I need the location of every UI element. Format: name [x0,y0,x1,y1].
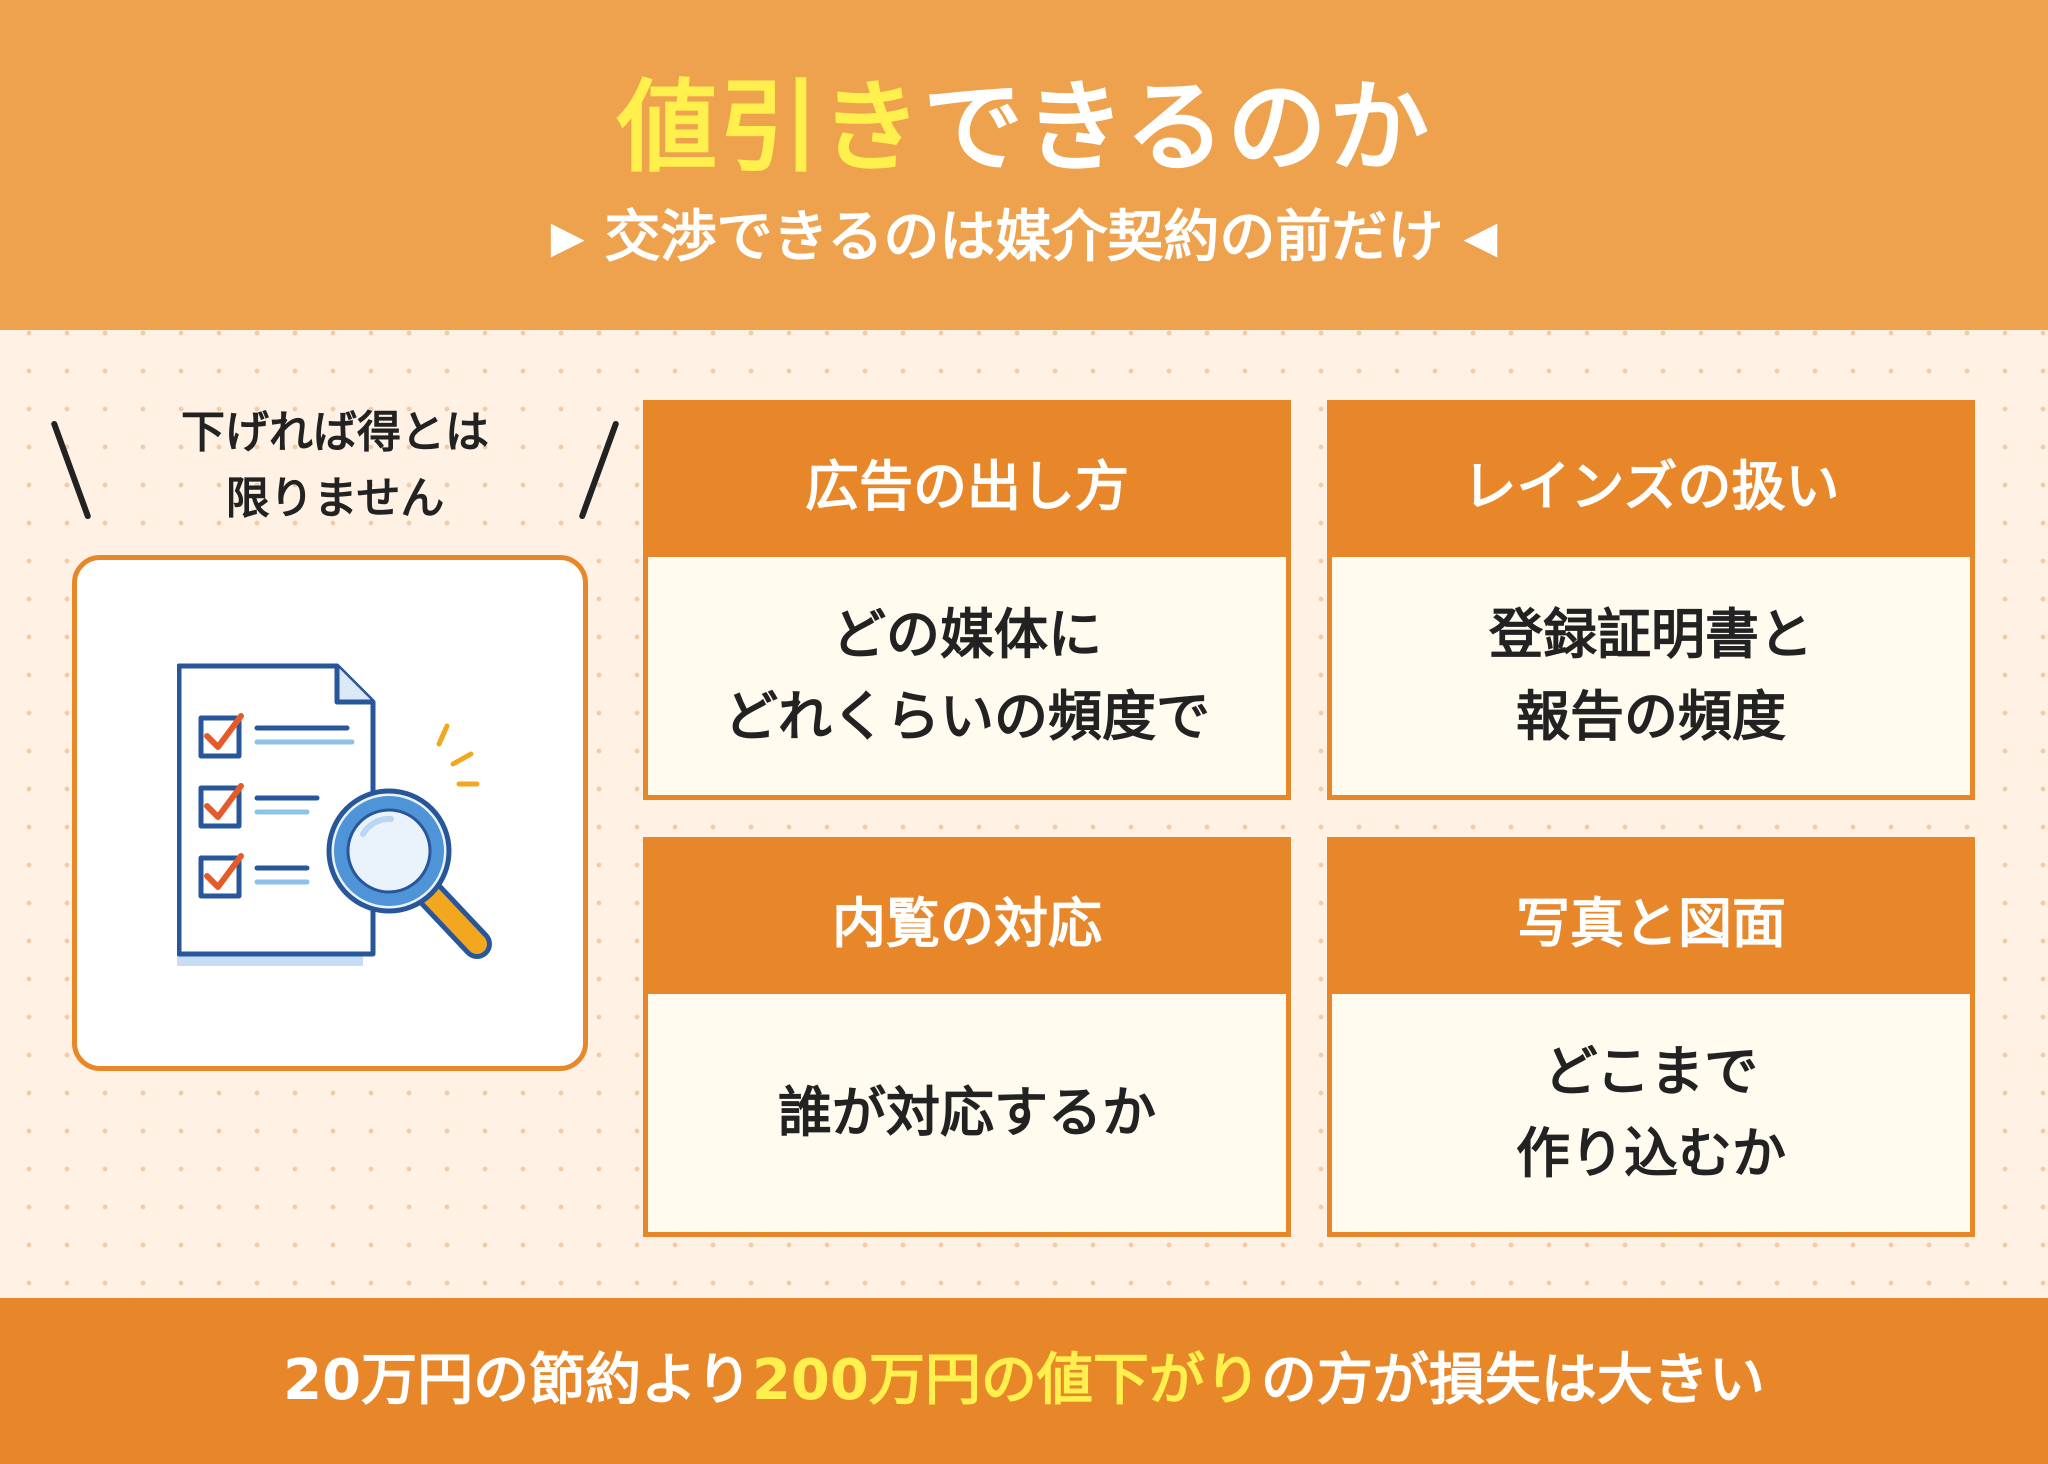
title-highlight: 値引き [617,69,923,186]
card-body-line-1: 登録証明書と [1489,603,1813,666]
illustration-box [72,555,588,1071]
card-body-line-2: 作り込むか [1516,1122,1786,1185]
footer-banner: 20万円の節約より200万円の値下がりの方が損失は大きい [0,1298,2048,1464]
side-note: 下げれば得とは 限りません [50,400,620,540]
card-title: 内覧の対応 [648,842,1286,994]
note-line-1: 下げれば得とは [181,407,489,458]
card-title: レインズの扱い [1332,405,1970,557]
card-advertising: 広告の出し方 どの媒体に どれくらいの頻度で [643,400,1291,800]
card-body: 誰が対応するか [648,994,1286,1232]
subtitle-text: 交渉できるのは媒介契約の前だけ [604,205,1444,270]
header-banner: 値引きできるのか ▶ 交渉できるのは媒介契約の前だけ ◀ [0,0,2048,330]
footer-text-1: 20万円の節約より [283,1348,752,1413]
card-body-line-1: どの媒体に [832,603,1102,666]
checklist-magnifier-icon [177,663,492,966]
page-subtitle: ▶ 交渉できるのは媒介契約の前だけ ◀ [0,198,2048,278]
card-viewing: 内覧の対応 誰が対応するか [643,837,1291,1237]
card-body: どの媒体に どれくらいの頻度で [648,557,1286,795]
triangle-right-icon: ▶ [550,212,585,263]
card-body-line-1: どこまで [1543,1040,1759,1103]
card-body-line-1: 誰が対応するか [778,1081,1156,1144]
note-line-2: 限りません [225,473,445,524]
page-title: 値引きできるのか [0,68,2048,188]
card-title: 広告の出し方 [648,405,1286,557]
triangle-left-icon: ◀ [1463,212,1498,263]
title-rest: できるのか [923,69,1431,186]
card-body: どこまで 作り込むか [1332,994,1970,1232]
card-body-line-2: 報告の頻度 [1516,685,1786,748]
footer-highlight: 200万円の値下がり [751,1348,1261,1413]
card-title: 写真と図面 [1332,842,1970,994]
card-reins: レインズの扱い 登録証明書と 報告の頻度 [1327,400,1975,800]
card-photos-plans: 写真と図面 どこまで 作り込むか [1327,837,1975,1237]
card-body: 登録証明書と 報告の頻度 [1332,557,1970,795]
card-body-line-2: どれくらいの頻度で [724,685,1210,748]
footer-text-2: の方が損失は大きい [1260,1348,1765,1413]
